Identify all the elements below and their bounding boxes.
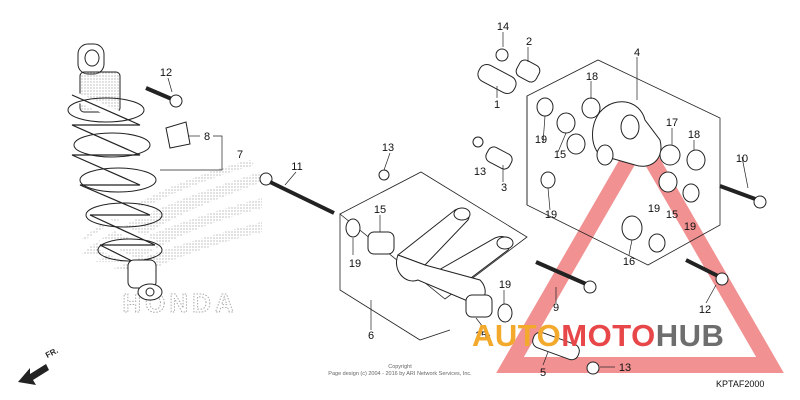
part-4-cushion-arm <box>592 101 662 167</box>
callout-18: 18 <box>586 71 598 83</box>
callout-12: 12 <box>160 67 172 79</box>
callout-7: 7 <box>237 149 243 161</box>
watermark-auto: AUTO <box>472 318 562 353</box>
callout-5: 5 <box>540 367 546 379</box>
part-8-bush <box>165 121 191 149</box>
group-outlines <box>339 59 721 341</box>
callout-13: 13 <box>382 142 394 154</box>
bolts <box>535 184 767 294</box>
watermark-hub: HUB <box>655 318 725 353</box>
callout-15-d: 15 <box>475 330 487 342</box>
callout-13-b: 13 <box>474 166 486 178</box>
callout-15: 15 <box>554 149 566 161</box>
callout-15-c: 15 <box>666 209 678 221</box>
callout-18-b: 18 <box>688 129 700 141</box>
part-11-bolt <box>259 172 335 215</box>
small-parts <box>345 48 706 375</box>
callout-19-d: 19 <box>648 203 660 215</box>
callout-13-c: 13 <box>619 362 631 374</box>
callout-2: 2 <box>526 36 532 48</box>
callout-19-b: 19 <box>545 209 557 221</box>
watermark-triangle <box>496 124 784 373</box>
callout-11: 11 <box>291 161 302 173</box>
callout-12-b: 12 <box>699 304 711 316</box>
callout-numbers: 14 2 4 12 8 7 1 18 19 15 17 18 10 11 13 … <box>160 21 748 379</box>
callout-9: 9 <box>553 302 559 314</box>
callout-16: 16 <box>623 256 635 268</box>
leader-lines <box>160 32 749 368</box>
watermark-moto: MOTO <box>561 318 656 353</box>
rear-shock-absorber <box>67 43 163 301</box>
part-12-bolt-top <box>145 86 183 108</box>
callout-19-f: 19 <box>499 279 511 291</box>
callout-8: 8 <box>204 131 210 143</box>
callout-19: 19 <box>535 134 547 146</box>
part-6-connecting-rod <box>396 207 514 303</box>
copyright-line-2: Page design (c) 2004 - 2016 by ARI Netwo… <box>328 371 472 377</box>
diagram-code: KPTAF2000 <box>716 379 765 389</box>
callout-19-e: 19 <box>684 221 696 233</box>
callout-4: 4 <box>634 47 640 59</box>
callout-15-b: 15 <box>374 204 386 216</box>
front-arrow-icon <box>18 364 49 385</box>
callout-14: 14 <box>497 21 509 33</box>
callout-6: 6 <box>368 330 374 342</box>
callout-17: 17 <box>666 117 678 129</box>
callout-10: 10 <box>736 153 748 165</box>
callout-3: 3 <box>501 182 507 194</box>
callout-19-c: 19 <box>349 258 361 270</box>
callout-1: 1 <box>494 99 500 111</box>
copyright-notice: Copyright Page design (c) 2004 - 2016 by… <box>300 364 500 378</box>
copyright-line-1: Copyright <box>388 364 412 370</box>
watermark-text: AUTOMOTOHUB <box>472 318 794 358</box>
